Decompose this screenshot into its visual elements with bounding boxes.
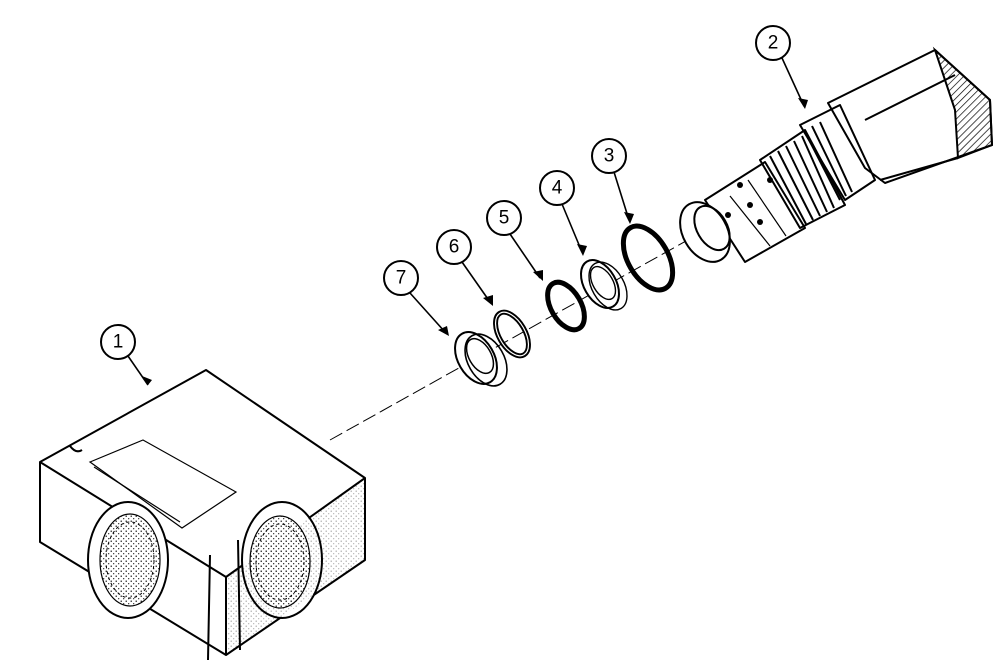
callout-5: 5	[486, 200, 543, 281]
callout-1: 1	[100, 324, 152, 386]
svg-text:4: 4	[552, 178, 563, 199]
callout-4: 4	[539, 170, 587, 256]
ring-part-6	[493, 309, 531, 359]
callout-2: 2	[755, 25, 808, 109]
svg-text:3: 3	[604, 146, 615, 167]
callout-3: 3	[591, 138, 634, 224]
assembly-axis-line	[329, 221, 721, 441]
callout-6: 6	[436, 229, 493, 306]
svg-text:7: 7	[396, 268, 407, 289]
valve-block-part	[39, 369, 366, 661]
svg-text:1: 1	[113, 332, 124, 353]
svg-text:2: 2	[768, 33, 779, 54]
ring-part-4	[580, 259, 628, 311]
svg-text:5: 5	[499, 208, 510, 229]
ring-part-7	[454, 331, 508, 387]
ring-part-3	[620, 223, 676, 293]
ring-part-5	[545, 279, 587, 333]
cartridge-valve-part	[679, 46, 994, 263]
callout-7: 7	[383, 260, 449, 336]
svg-text:6: 6	[449, 237, 460, 258]
